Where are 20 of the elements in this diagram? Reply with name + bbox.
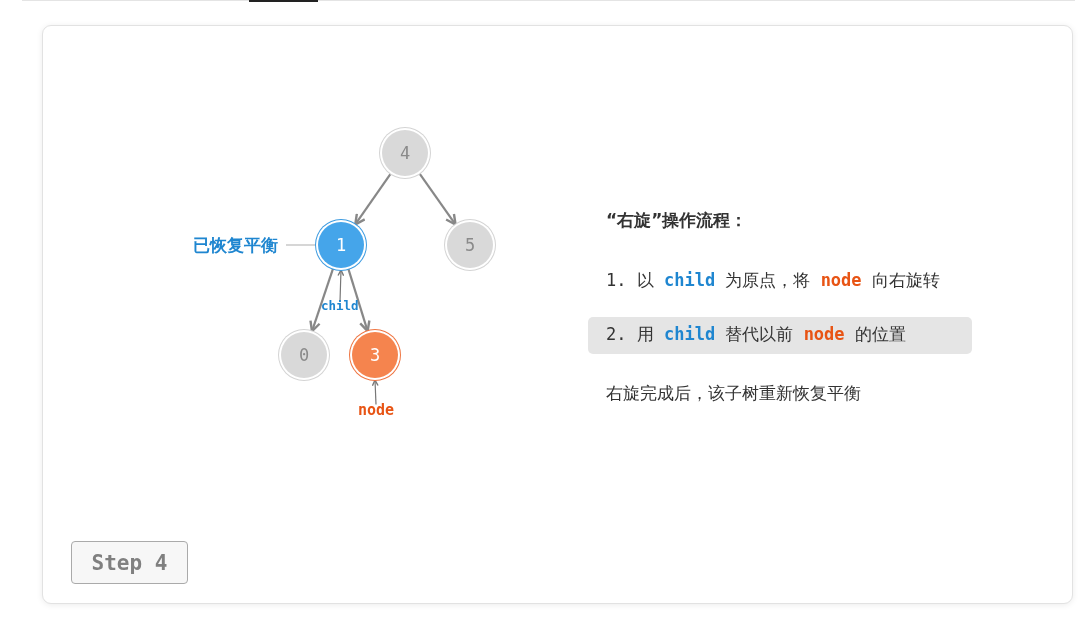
tree-node-circle: 3 [352,332,398,378]
heading: “右旋”操作流程： [606,209,748,232]
pointer-label: node [358,402,395,418]
arrow [347,268,371,333]
tree-node-circle: 4 [382,130,428,176]
leader-line [337,269,345,303]
arrow [354,172,392,226]
note-text: 右旋完成后，该子树重新恢复平衡 [606,382,861,405]
tree-node-circle: 0 [281,332,327,378]
leader-line [285,244,317,246]
step-button: Step 4 [71,541,188,584]
tree-node-circle: 1 [318,222,364,268]
step-text: 1. 以 child 为原点，将 node 向右旋转 [606,269,940,292]
arrow [418,172,457,226]
pointer-label: child [321,299,359,312]
arrow [309,268,335,333]
status-note: 已恢复平衡 [193,233,278,257]
leader-line [371,379,379,406]
tree-node-circle: 5 [447,222,493,268]
highlighted-step-text: 2. 用 child 替代以前 node 的位置 [588,317,972,354]
